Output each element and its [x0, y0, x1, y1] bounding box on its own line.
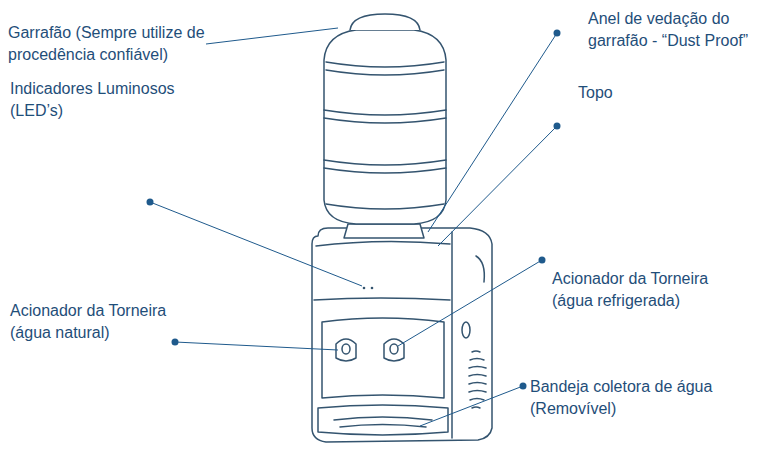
leader-line: [438, 126, 557, 246]
panel-line: [314, 298, 450, 300]
faucet-natural: [336, 339, 356, 361]
dispenser-body: [312, 228, 492, 442]
faucet-button: [390, 344, 398, 354]
leader-line: [175, 342, 338, 350]
bottle-ring: [344, 224, 424, 238]
part-label: Bandeja coletora de água (Removível): [530, 376, 735, 420]
faucet-button: [342, 344, 350, 354]
part-label: Acionador da Torneira (água refrigerada): [552, 268, 747, 312]
tray-grille: [340, 425, 426, 428]
leader-line: [150, 202, 362, 286]
top-edge: [316, 241, 450, 246]
leader-line: [206, 28, 338, 44]
side-knob: [462, 322, 470, 338]
leader-line: [398, 260, 542, 346]
part-label: Indicadores Luminosos (LED’s): [10, 78, 195, 122]
leader-lines: [150, 28, 557, 426]
tray-grille: [334, 417, 432, 420]
part-label: Acionador da Torneira (água natural): [10, 300, 195, 344]
bottle-grooves: [324, 62, 446, 209]
bottle-top: [350, 14, 420, 30]
leader-line: [420, 386, 523, 426]
faucet-cold: [384, 339, 404, 361]
water-bottle: [324, 30, 446, 224]
drip-tray: [318, 405, 448, 435]
part-label: Anel de vedação do garrafão - “Dust Proo…: [588, 8, 770, 52]
part-label: Garrafão (Sempre utilize de procedência …: [8, 22, 213, 66]
side-vents: [469, 351, 486, 408]
leader-line: [428, 33, 557, 232]
part-label: Topo: [578, 82, 698, 104]
side-handle: [476, 256, 484, 282]
front-edge: [451, 232, 453, 438]
led-indicators: [363, 287, 374, 290]
leader-dots: [147, 30, 561, 390]
